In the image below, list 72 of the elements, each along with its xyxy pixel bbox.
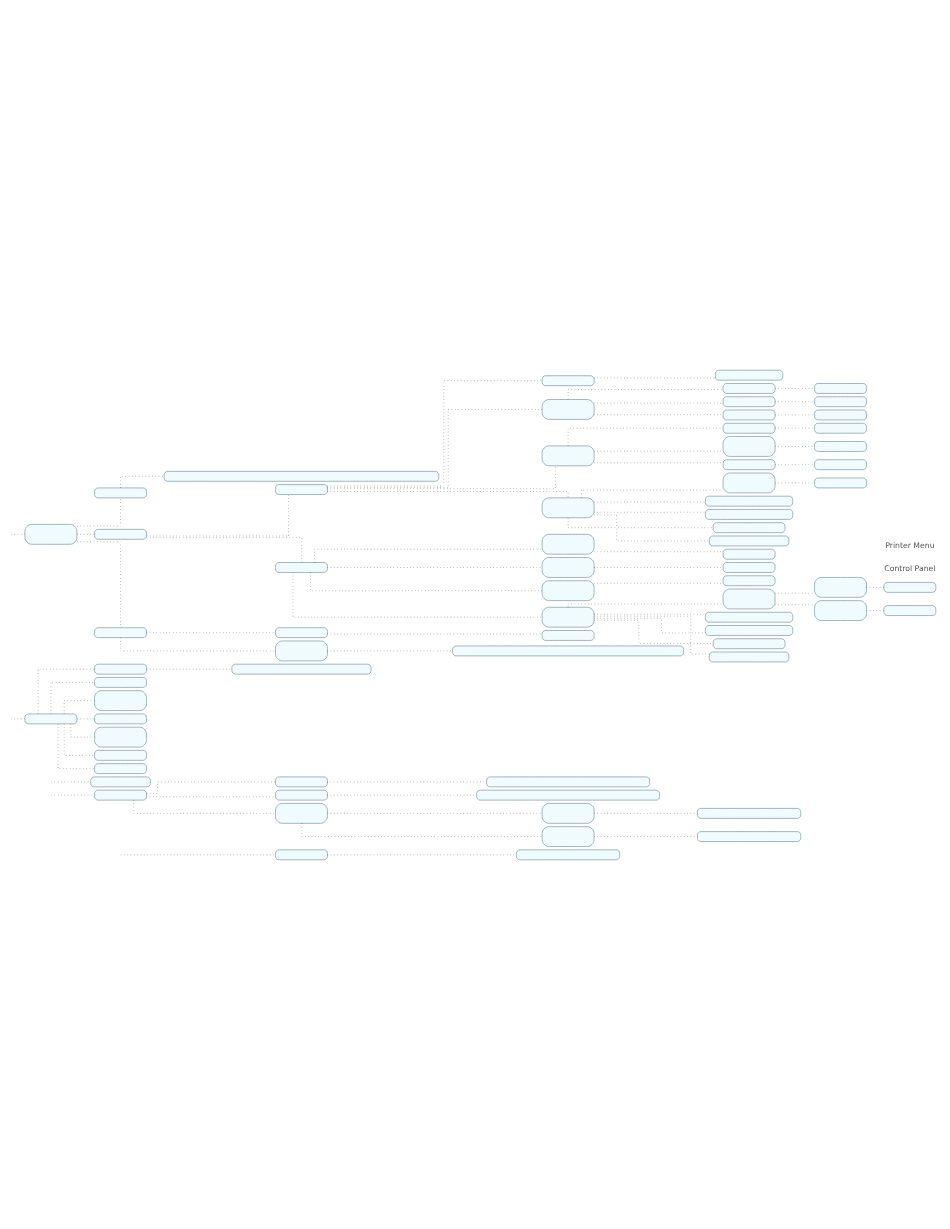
node-box bbox=[541, 629, 595, 641]
node-box bbox=[705, 611, 793, 622]
node-box bbox=[715, 369, 784, 380]
node-box bbox=[24, 523, 78, 545]
node-box bbox=[883, 581, 937, 593]
node-box bbox=[705, 624, 793, 636]
node-box bbox=[722, 382, 776, 394]
node-box bbox=[814, 599, 867, 621]
node-box bbox=[24, 713, 78, 724]
node-box bbox=[883, 604, 937, 616]
node-box bbox=[476, 789, 660, 800]
node-box bbox=[722, 575, 776, 586]
node-box bbox=[814, 422, 867, 433]
node-box bbox=[709, 651, 790, 662]
node-box bbox=[90, 776, 151, 787]
node-box bbox=[541, 825, 595, 847]
node-box bbox=[94, 689, 147, 711]
node-box bbox=[275, 789, 328, 800]
node-box bbox=[814, 409, 867, 420]
node-box bbox=[722, 435, 776, 457]
node-box bbox=[814, 382, 867, 394]
node-box bbox=[722, 588, 776, 609]
node-box bbox=[541, 497, 595, 518]
node-box bbox=[814, 440, 867, 452]
node-box bbox=[722, 395, 776, 407]
node-box bbox=[541, 579, 595, 601]
node-box bbox=[814, 395, 867, 407]
node-box bbox=[94, 789, 147, 800]
node-box bbox=[516, 849, 621, 860]
node-box bbox=[712, 521, 786, 533]
node-box bbox=[275, 626, 328, 638]
node-box bbox=[275, 640, 328, 661]
node-box bbox=[697, 830, 801, 842]
node-box bbox=[94, 676, 147, 688]
node-box bbox=[94, 626, 147, 638]
node-box bbox=[275, 802, 328, 824]
node-box bbox=[231, 663, 372, 674]
node-box bbox=[541, 802, 595, 824]
node-box bbox=[452, 645, 684, 656]
node-box bbox=[722, 548, 776, 559]
node-box bbox=[705, 508, 793, 520]
node-box bbox=[814, 477, 867, 488]
node-box bbox=[541, 606, 595, 627]
node-box bbox=[94, 528, 147, 540]
node-box bbox=[486, 776, 650, 787]
node-box bbox=[814, 576, 867, 598]
node-box bbox=[541, 374, 595, 386]
node-box bbox=[94, 487, 147, 498]
node-box bbox=[712, 638, 786, 649]
node-box bbox=[94, 762, 147, 774]
node-box bbox=[541, 445, 595, 466]
node-box bbox=[163, 470, 440, 482]
node-box bbox=[722, 422, 776, 433]
node-box bbox=[541, 556, 595, 578]
node-box bbox=[94, 663, 147, 674]
node-box bbox=[275, 849, 328, 860]
node-box bbox=[94, 726, 147, 747]
node-box bbox=[275, 483, 328, 495]
node-box bbox=[722, 472, 776, 493]
node-box bbox=[541, 533, 595, 554]
node-box bbox=[697, 807, 801, 819]
node-box bbox=[814, 458, 867, 470]
node-box bbox=[709, 535, 790, 546]
node-box bbox=[94, 713, 147, 724]
node-box bbox=[722, 458, 776, 470]
node-box bbox=[722, 409, 776, 420]
node-box bbox=[722, 561, 776, 573]
node-box bbox=[705, 495, 793, 506]
node-box bbox=[94, 749, 147, 761]
node-box bbox=[275, 776, 328, 787]
node-box bbox=[275, 561, 328, 573]
node-box bbox=[541, 398, 595, 420]
